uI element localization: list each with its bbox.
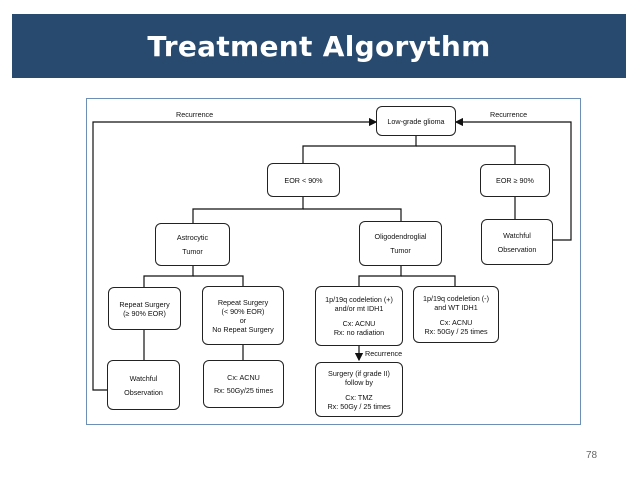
link-oligo-codel-neg <box>401 275 456 286</box>
box-astrocytic: Astrocytic Tumor <box>155 223 230 266</box>
recurrence-loop-left <box>92 117 378 391</box>
link-oligo-codel <box>358 266 402 286</box>
box-codeletion-negative: 1p/19q codeletion (-) and WT IDH1 Cx: AC… <box>413 286 499 343</box>
box-watchful-right: Watchful Observation <box>481 219 553 265</box>
title-bar: Treatment Algorythm <box>12 14 626 78</box>
box-eor-high: EOR ≥ 90% <box>480 164 550 197</box>
recurrence-label-mid: Recurrence <box>365 349 403 358</box>
box-low-grade-glioma: Low-grade glioma <box>376 106 456 136</box>
link-root-eor <box>302 136 417 163</box>
box-watchful-left: Watchful Observation <box>107 360 180 410</box>
page-number: 78 <box>586 450 598 461</box>
recurrence-label-left: Recurrence <box>176 110 214 119</box>
link-root-eor-high <box>416 145 516 164</box>
box-eor-low: EOR < 90% <box>267 163 340 197</box>
box-oligodendroglial: Oligodendroglial Tumor <box>359 221 442 266</box>
box-surgery-grade-ii: Surgery (if grade II) follow by Cx: TMZ … <box>315 362 403 417</box>
slide-title: Treatment Algorythm <box>147 29 491 63</box>
box-repeat-surgery-low: Repeat Surgery (< 90% EOR) or No Repeat … <box>202 286 284 345</box>
box-repeat-surgery-high: Repeat Surgery (≥ 90% EOR) <box>108 287 181 330</box>
link-eor-histology <box>192 197 304 223</box>
box-acnu: Cx: ACNU Rx: 50Gy/25 times <box>203 360 284 408</box>
link-eor-oligo <box>303 208 402 221</box>
link-astro-surgery-low <box>193 275 244 286</box>
recurrence-label-right: Recurrence <box>490 110 528 119</box>
box-codeletion-positive: 1p/19q codeletion (+) and/or mt IDH1 Cx:… <box>315 286 403 346</box>
link-astro-surgery <box>143 266 194 287</box>
recurrence-loop-right <box>454 117 572 241</box>
